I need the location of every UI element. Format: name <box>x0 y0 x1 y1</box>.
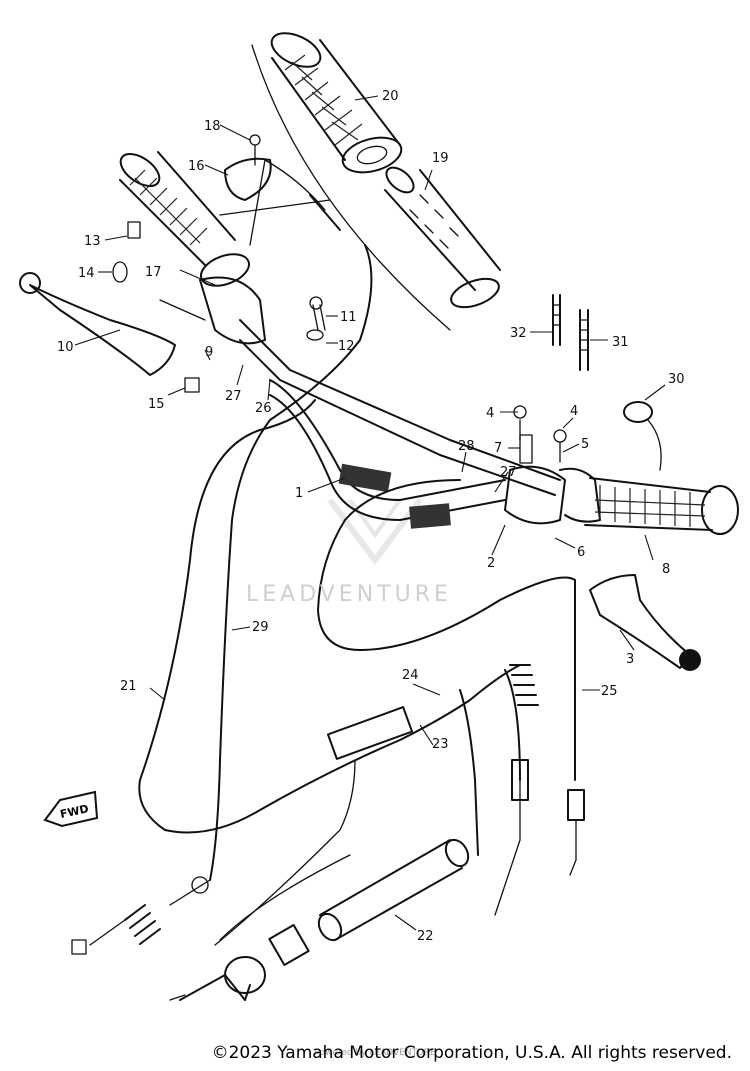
label-23: 23 <box>432 737 449 752</box>
label-25: 25 <box>601 684 618 699</box>
screw-13-14 <box>112 221 141 283</box>
clutch-lever <box>19 272 266 393</box>
right-grip <box>584 477 739 535</box>
label-15: 15 <box>148 397 165 412</box>
label-28: 28 <box>458 439 475 454</box>
label-8: 8 <box>662 562 670 577</box>
sheath-23 <box>326 706 414 760</box>
label-11: 11 <box>340 310 357 325</box>
label-27b: 27 <box>500 465 517 480</box>
label-24: 24 <box>402 668 419 683</box>
copyright-text: ©2023 Yamaha Motor Corporation, U.S.A. A… <box>211 1043 732 1063</box>
label-14: 14 <box>78 266 95 281</box>
label-16: 16 <box>188 159 205 174</box>
label-31: 31 <box>612 335 629 350</box>
label-4a: 4 <box>486 406 494 421</box>
label-22: 22 <box>417 929 434 944</box>
label-32: 32 <box>510 326 527 341</box>
fwd-arrow-icon: FWD <box>43 790 99 828</box>
handlebar <box>239 319 561 529</box>
cable-adjuster-22 <box>169 838 470 1001</box>
label-30: 30 <box>668 372 685 387</box>
bracket-16 <box>224 134 341 246</box>
fwd-label: FWD <box>59 802 90 821</box>
leader-lines <box>74 95 666 931</box>
switch-30 <box>623 401 662 471</box>
footer-sub: Powered by LEADVENTURE <box>314 1048 436 1058</box>
cables <box>138 244 585 916</box>
screws-31-32 <box>552 294 589 371</box>
part-labels: 18 16 13 14 17 10 9 15 27 26 11 12 19 20… <box>57 89 685 944</box>
label-9: 9 <box>205 345 213 360</box>
throttle-tube-19 <box>384 166 501 309</box>
label-12: 12 <box>338 339 355 354</box>
group-bracket-upper <box>251 44 451 331</box>
watermark-logo <box>327 498 423 565</box>
label-10: 10 <box>57 340 74 355</box>
label-19: 19 <box>432 151 449 166</box>
label-2: 2 <box>487 556 495 571</box>
cable-spring-24 <box>509 664 539 706</box>
group-bracket-lower <box>214 759 356 946</box>
leader-group <box>219 199 331 216</box>
label-7: 7 <box>494 441 502 456</box>
label-17: 17 <box>145 265 162 280</box>
label-26: 26 <box>255 401 272 416</box>
label-18: 18 <box>204 119 221 134</box>
left-grip <box>119 151 250 287</box>
label-5: 5 <box>581 437 589 452</box>
watermark-text: LEADVENTURE <box>246 582 452 607</box>
cable-end-lower-left <box>71 876 209 955</box>
bolt-11-12 <box>306 296 326 341</box>
grip-20 <box>270 32 403 174</box>
label-4b: 4 <box>570 404 578 419</box>
label-13: 13 <box>84 234 101 249</box>
label-1: 1 <box>295 486 303 501</box>
label-6: 6 <box>577 545 585 560</box>
label-20: 20 <box>382 89 399 104</box>
label-29: 29 <box>252 620 269 635</box>
label-21: 21 <box>120 679 137 694</box>
label-27a: 27 <box>225 389 242 404</box>
brake-lever <box>589 574 701 671</box>
label-3: 3 <box>626 652 634 667</box>
